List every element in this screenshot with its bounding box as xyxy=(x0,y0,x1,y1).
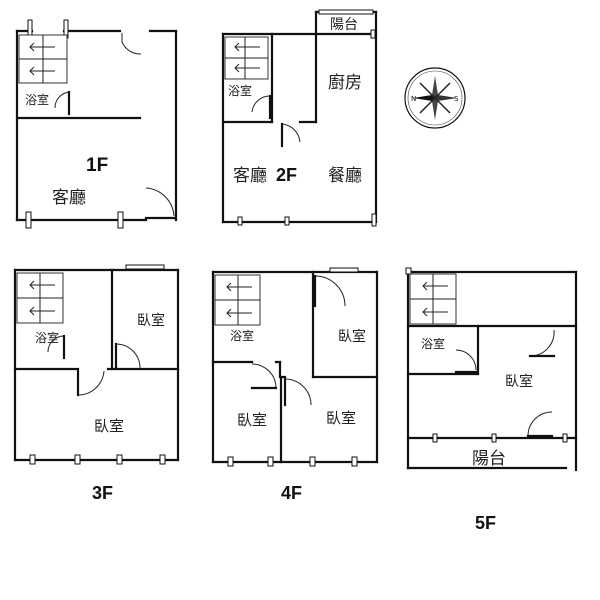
floor-4f-label: 4F xyxy=(281,483,302,503)
floor-5f-label: 5F xyxy=(475,513,496,533)
room-2f-dining: 餐廳 xyxy=(328,166,362,186)
floor-2f-label: 2F xyxy=(276,165,297,185)
stairs-1f xyxy=(18,34,68,84)
floor-4f-plan: 浴室 臥室 臥室 臥室 xyxy=(211,267,379,467)
room-4f-bedroom-right-top: 臥室 xyxy=(338,328,366,345)
room-2f-balcony: 陽台 xyxy=(330,17,358,33)
room-5f-bath: 浴室 xyxy=(421,336,445,351)
floor-3f-label: 3F xyxy=(92,483,113,503)
room-3f-bedroom-small: 臥室 xyxy=(137,312,165,329)
stairs-5f xyxy=(409,273,457,325)
floor-3f-plan: 浴室 臥室 臥室 xyxy=(13,264,180,465)
floor-2f-plan: 陽台 廚房 浴室 客廳 2F 餐廳 xyxy=(221,9,378,227)
compass-south: S xyxy=(454,95,459,103)
compass-icon: N S xyxy=(404,67,466,129)
floor-1f-label: 1F xyxy=(86,155,108,176)
room-2f-living: 客廳 xyxy=(233,166,267,186)
room-2f-kitchen: 廚房 xyxy=(328,72,362,93)
room-5f-bedroom: 臥室 xyxy=(505,373,533,390)
room-3f-bedroom-large: 臥室 xyxy=(94,417,124,435)
floor-5f-plan: 浴室 臥室 陽台 xyxy=(405,267,578,472)
room-4f-bath: 浴室 xyxy=(230,328,254,343)
room-4f-bedroom-left: 臥室 xyxy=(237,411,267,429)
room-4f-bedroom-right: 臥室 xyxy=(326,409,356,427)
room-5f-balcony: 陽台 xyxy=(472,449,506,469)
room-1f-living: 客廳 xyxy=(52,188,86,208)
stairs-4f xyxy=(214,274,261,326)
stairs-2f xyxy=(224,36,269,80)
room-3f-bath: 浴室 xyxy=(35,330,59,345)
room-1f-bath: 浴室 xyxy=(25,92,49,107)
compass-north: N xyxy=(411,95,416,103)
stairs-3f xyxy=(16,272,64,324)
room-2f-bath: 浴室 xyxy=(228,83,252,98)
floor-1f-plan: 浴室 1F 客廳 xyxy=(15,19,178,229)
